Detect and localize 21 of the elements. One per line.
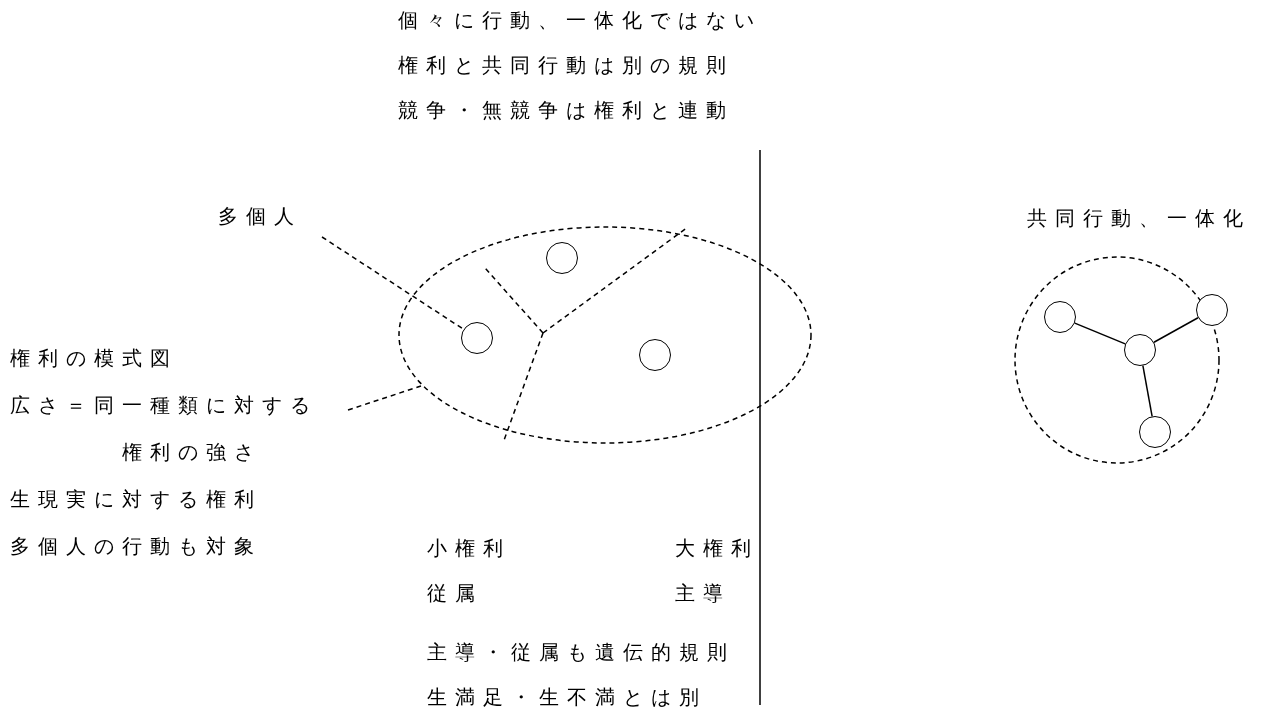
annotation-text: 権利の模式図 xyxy=(10,345,179,372)
note-text: 主導 xyxy=(675,580,731,607)
connector-line xyxy=(1153,317,1199,343)
annotation-text: 広さ＝同一種類に対する権利の強さ xyxy=(10,391,319,466)
note-text: 主導・従属も遺伝的規則 xyxy=(427,639,735,666)
note-text: 個々に行動、一体化ではない xyxy=(398,7,762,34)
annotation-text: 多個人の行動も対象 xyxy=(10,533,263,560)
connector-line xyxy=(1142,365,1153,417)
note-text: 生満足・生不満とは別 xyxy=(427,684,707,711)
annotation-text: 生現実に対する権利 xyxy=(10,486,263,513)
leader-line xyxy=(321,236,465,330)
note-text: 大権利 xyxy=(675,535,759,562)
note-text: 小権利 xyxy=(427,535,511,562)
note-text: 従属 xyxy=(427,580,483,607)
connector-line xyxy=(1074,322,1126,345)
leader-line xyxy=(347,385,422,411)
note-text: 権利と共同行動は別の規則 xyxy=(398,52,734,79)
annotation-text: 多個人 xyxy=(218,203,303,230)
dashed-ellipse xyxy=(397,225,813,445)
group-heading: 共同行動、一体化 xyxy=(1027,205,1251,232)
note-text: 競争・無競争は権利と連動 xyxy=(398,97,734,124)
